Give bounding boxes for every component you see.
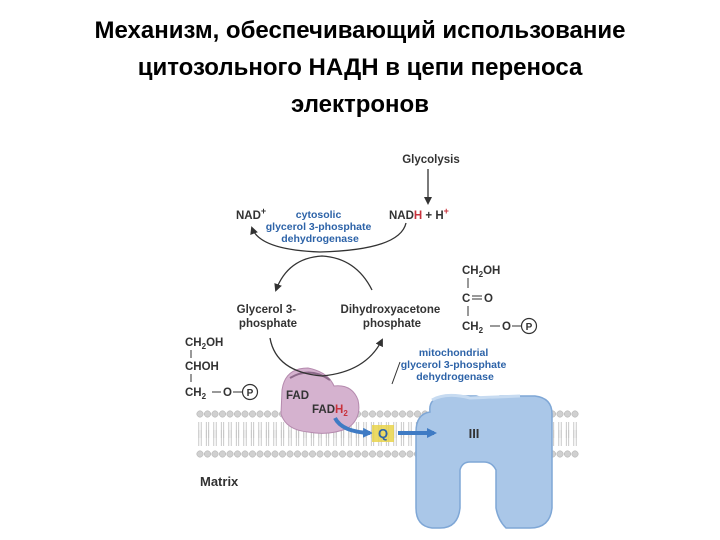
nadh-label: NADH + H+ — [389, 206, 449, 222]
svg-text:P: P — [526, 322, 533, 333]
lipid-head — [361, 410, 369, 418]
lipid-head — [556, 410, 564, 418]
lipid-head — [219, 450, 226, 458]
svg-text:O: O — [484, 293, 493, 305]
dhap-structure: CH2OH C O CH2 O P — [462, 265, 538, 335]
lipid-head — [391, 450, 399, 458]
svg-text:P: P — [247, 388, 254, 399]
lipid-head — [256, 450, 264, 458]
lipid-head — [384, 450, 391, 458]
glycerol-3-phosphate-structure: CH2OH CHOH CH2 O P — [185, 337, 259, 401]
lipid-head — [346, 450, 354, 458]
lipid-head — [564, 410, 571, 418]
lipid-head — [309, 450, 316, 458]
lipid-head — [406, 450, 414, 458]
svg-text:CH2: CH2 — [185, 387, 207, 401]
svg-text:O: O — [223, 387, 232, 399]
lipid-head — [264, 450, 271, 458]
lipid-head — [196, 410, 204, 418]
title-line-1: Механизм, обеспечивающий использование — [94, 17, 626, 44]
fadh2-label: FADH2 — [312, 404, 348, 418]
lipid-head — [339, 450, 346, 458]
lipid-head — [264, 410, 271, 418]
lipid-head — [571, 450, 579, 458]
svg-text:C: C — [462, 293, 470, 305]
matrix-label: Matrix — [200, 474, 239, 489]
lipid-head — [354, 450, 361, 458]
title-line-2: цитозольного НАДН в цепи переноса — [137, 54, 583, 81]
lipid-head — [211, 410, 219, 418]
lipid-head — [204, 410, 211, 418]
lipid-head — [324, 450, 331, 458]
glycerol-3-phosphate-label: Glycerol 3- phosphate — [237, 304, 300, 330]
lipid-head — [211, 450, 219, 458]
lipid-head — [249, 450, 256, 458]
complex-iii-label: III — [469, 426, 480, 441]
enzyme-pointer-line — [391, 361, 401, 385]
lipid-head — [376, 410, 384, 418]
q-highlight — [372, 425, 394, 442]
g3p-to-dhap-arrow — [269, 337, 383, 377]
phosphate-icon — [241, 383, 259, 401]
lipid-head — [234, 450, 241, 458]
lipid-head — [399, 450, 406, 458]
nadh-oxidation-arrow — [250, 222, 407, 253]
lipid-head — [249, 410, 256, 418]
lipid-head — [406, 410, 414, 418]
lipid-head — [219, 410, 226, 418]
lipid-head — [234, 410, 241, 418]
lipid-head — [331, 450, 339, 458]
lipid-head — [384, 410, 391, 418]
dihydroxyacetone-phosphate-label: Dihydroxyacetone phosphate — [341, 304, 444, 330]
svg-text:O: O — [502, 321, 511, 333]
lipid-head — [271, 450, 279, 458]
lipid-head — [226, 450, 234, 458]
fad-label: FAD — [286, 390, 309, 402]
lipid-head — [556, 450, 564, 458]
lipid-head — [316, 450, 324, 458]
svg-text:CHOH: CHOH — [185, 361, 219, 373]
glycolysis-label: Glycolysis — [402, 154, 460, 166]
lipid-head — [286, 450, 294, 458]
lipid-head — [376, 450, 384, 458]
svg-text:CH2: CH2 — [462, 321, 484, 335]
lipid-head — [564, 450, 571, 458]
lipid-head — [369, 410, 376, 418]
slide-title: Механизм, обеспечивающий использование ц… — [0, 12, 720, 123]
nad-plus-label: NAD+ — [236, 206, 266, 222]
lipid-head — [279, 450, 286, 458]
title-line-3: электронов — [291, 91, 429, 118]
lipid-head — [226, 410, 234, 418]
cytosolic-enzyme-label: cytosolic glycerol 3-phosphate dehydroge… — [266, 209, 375, 245]
lipid-head — [204, 450, 211, 458]
enzyme-outline-accent — [289, 371, 331, 381]
lipid-head — [241, 410, 249, 418]
lipid-head — [414, 410, 421, 418]
lipid-head — [294, 450, 301, 458]
lipid-head — [196, 450, 204, 458]
complex-iii-highlight — [431, 393, 521, 402]
svg-text:CH2OH: CH2OH — [462, 265, 500, 279]
fadh2-to-q-arrow — [333, 416, 373, 438]
lipid-head — [361, 450, 369, 458]
lipid-head — [301, 450, 309, 458]
lipid-head — [571, 410, 579, 418]
lipid-head — [256, 410, 264, 418]
lipid-head — [271, 410, 279, 418]
ubiquinone-label: Q — [378, 426, 388, 441]
mitochondrial-enzyme-shape — [280, 367, 360, 434]
mitochondrial-enzyme-label: mitochondrial glycerol 3-phosphate dehyd… — [401, 347, 510, 383]
lipid-head — [241, 450, 249, 458]
phosphate-icon — [520, 317, 538, 335]
lipid-head — [391, 410, 399, 418]
svg-text:CH2OH: CH2OH — [185, 337, 223, 351]
complex-iii-shape — [415, 395, 553, 529]
lipid-head — [369, 450, 376, 458]
lipid-head — [399, 410, 406, 418]
dhap-to-g3p-arrow — [274, 255, 373, 292]
